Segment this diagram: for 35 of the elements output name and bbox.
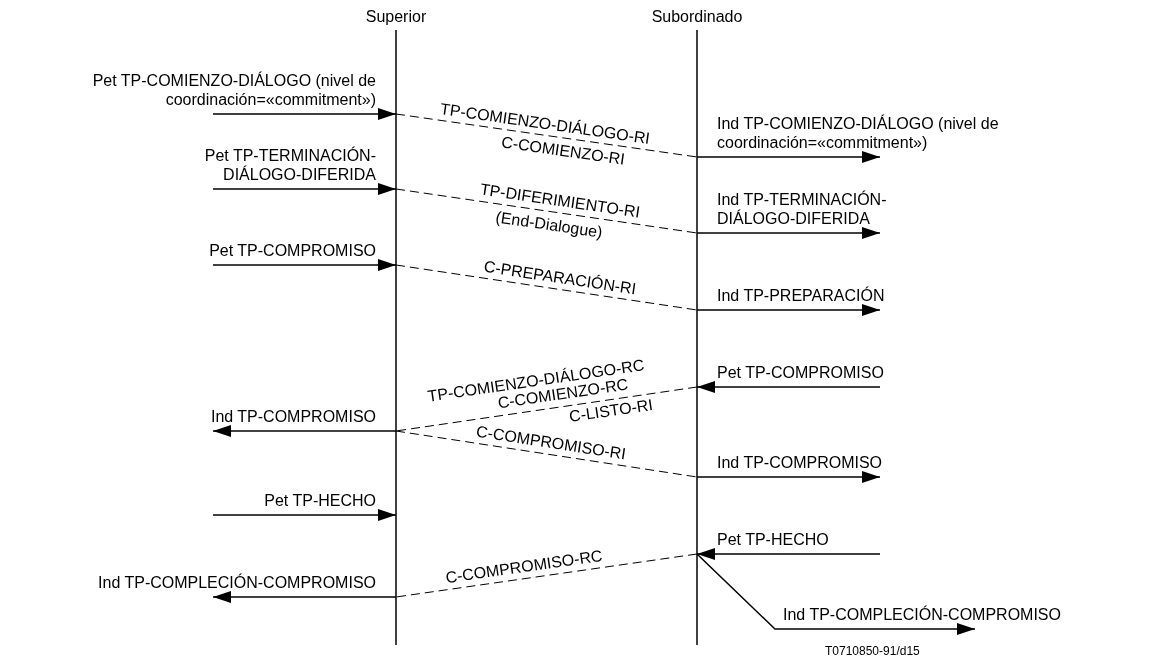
arrow bbox=[696, 381, 881, 393]
arrow bbox=[212, 183, 397, 195]
arrow bbox=[696, 553, 976, 635]
message-label: Ind TP-COMPROMISO bbox=[209, 407, 376, 426]
arrow bbox=[212, 591, 397, 603]
dashed-message-line bbox=[395, 264, 698, 311]
arrow bbox=[696, 471, 881, 483]
dashed-message-line bbox=[395, 188, 698, 234]
dashed-message-line bbox=[395, 386, 698, 432]
lifeline-label: Superior bbox=[364, 8, 428, 26]
arrow bbox=[696, 227, 881, 239]
message-label: Pet TP-COMPROMISO bbox=[717, 363, 885, 382]
arrow bbox=[696, 548, 881, 560]
message-label: Ind TP-COMPLECIÓN-COMPROMISO bbox=[783, 605, 1062, 624]
arrow bbox=[212, 425, 397, 437]
arrow bbox=[212, 259, 397, 271]
dashed-message-line bbox=[395, 430, 698, 478]
arrow bbox=[212, 509, 397, 521]
message-label: Pet TP-COMPROMISO bbox=[208, 241, 376, 260]
message-label: Ind TP-PREPARACIÓN bbox=[717, 286, 886, 305]
message-label: Ind TP-COMIENZO-DIÁLOGO (nivel de coordinación=«commitment») bbox=[717, 114, 1000, 152]
dashed-message-line bbox=[395, 113, 698, 158]
arrow bbox=[212, 108, 397, 120]
figure-id: T0710850-91/d15 bbox=[825, 643, 920, 660]
message-label: Pet TP-HECHO bbox=[263, 491, 376, 510]
arrow bbox=[696, 304, 881, 316]
message-label: Ind TP-COMPLECIÓN-COMPROMISO bbox=[97, 573, 376, 592]
message-label: Pet TP-TERMINACIÓN- DIÁLOGO-DIFERIDA bbox=[203, 146, 376, 184]
message-label: Pet TP-HECHO bbox=[717, 530, 830, 549]
message-label: Ind TP-COMPROMISO bbox=[717, 453, 884, 472]
lifeline-label: Subordinado bbox=[650, 8, 744, 26]
message-label: Ind TP-TERMINACIÓN- DIÁLOGO-DIFERIDA bbox=[717, 190, 888, 228]
dashed-message-line bbox=[395, 553, 698, 598]
message-label: Pet TP-COMIENZO-DIÁLOGO (nivel de coordinación=«commitment») bbox=[91, 71, 376, 109]
arrow bbox=[696, 151, 881, 163]
